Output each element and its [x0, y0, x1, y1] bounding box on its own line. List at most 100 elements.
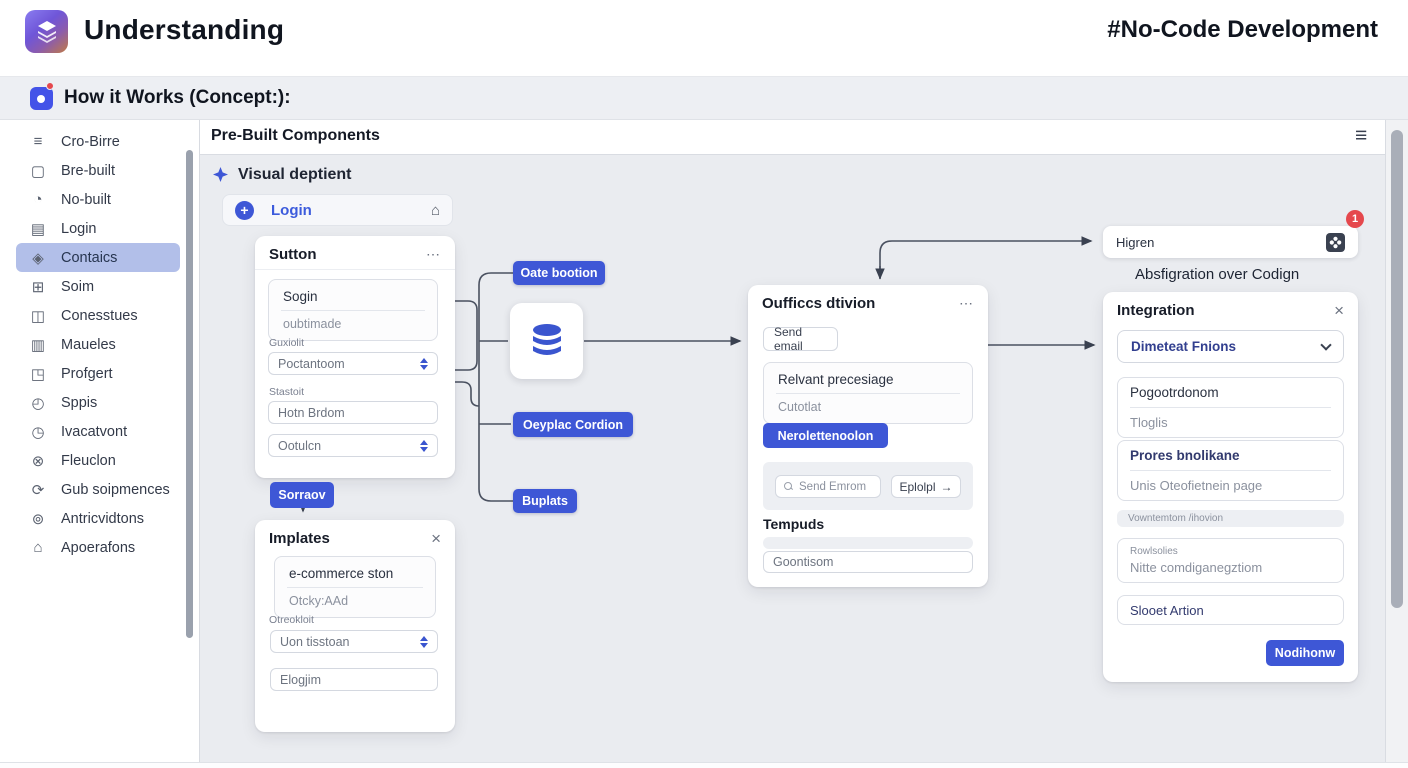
diamond-icon: ◈	[32, 249, 44, 267]
message-field-group[interactable]: Relvant precesiage Cutotlat	[763, 362, 973, 424]
database-node[interactable]	[510, 303, 583, 379]
deploy-button[interactable]: Eplolpl →	[891, 475, 961, 498]
window-icon: ▢	[30, 162, 46, 180]
sidebar-item-label: Bre-built	[61, 162, 115, 179]
bottom-bar	[0, 762, 1408, 768]
help-icon: ⊚	[31, 510, 45, 528]
grid-icon: ⊞	[31, 278, 45, 296]
more-options-icon[interactable]: ⋯	[959, 295, 974, 311]
field-label: Stastoit	[269, 386, 305, 398]
field-label: Guxiolit	[269, 337, 305, 349]
sidebar-scrollbar[interactable]	[186, 150, 193, 638]
sidebar-list: ≡ Cro-Birre ▢ Bre-built ◔ No-built ▤ Log…	[0, 127, 199, 562]
integration-field-group[interactable]: Prores bnolikane Unis Oteofietnein page	[1117, 440, 1344, 501]
home-icon: ⌂	[33, 539, 43, 556]
panel-title: Implates	[269, 530, 330, 547]
canvas-toolbar: Pre-Built Components ≡	[200, 120, 1385, 155]
submit-button[interactable]: Sorraov	[270, 482, 334, 508]
app-logo-icon	[25, 10, 68, 53]
info-strip: Vowntemtom /ihovion	[1117, 510, 1344, 527]
node-pill-display[interactable]: Oeyplac Cordion	[513, 412, 633, 437]
text-input[interactable]: Hotn Brdom	[268, 401, 438, 424]
vertical-scrollbar[interactable]	[1391, 130, 1403, 608]
field-secondary: oubtimade	[283, 317, 342, 331]
text-input[interactable]: Goontisom	[763, 551, 973, 573]
sidebar-item-label: Gub soipmences	[61, 481, 170, 498]
select-field[interactable]: Ootulcn	[268, 434, 438, 457]
box-icon: ▥	[30, 336, 46, 354]
panel-title: Integration	[1117, 302, 1195, 319]
sidebar-item-contaics[interactable]: ◈ Contaics	[16, 243, 180, 272]
sidebar-item-sppis[interactable]: ◴ Sppis	[0, 388, 199, 417]
field-secondary: Cutotlat	[778, 400, 822, 414]
field-secondary: Otcky:AAd	[289, 594, 349, 608]
canvas-title: Pre-Built Components	[211, 127, 380, 144]
sidebar-item-conesstues[interactable]: ◫ Conesstues	[0, 301, 199, 330]
sidebar-item-label: Ivacatvont	[61, 423, 128, 440]
circle-x-icon: ⊗	[31, 452, 45, 470]
sidebar-item-login[interactable]: ▤ Login	[0, 214, 199, 243]
sidebar-item-soim[interactable]: ⊞ Soim	[0, 272, 199, 301]
menu-icon[interactable]: ≡	[1355, 124, 1368, 147]
sidebar-item-label: Conesstues	[61, 307, 138, 324]
field-primary: Prores bnolikane	[1130, 448, 1331, 471]
clock-icon: ◷	[31, 423, 45, 441]
sidebar-item-profgert[interactable]: ◳ Profgert	[0, 359, 199, 388]
close-icon[interactable]: ×	[431, 529, 441, 548]
sidebar-item-cro-birre[interactable]: ≡ Cro-Birre	[0, 127, 199, 156]
notification-badge: 1	[1346, 210, 1364, 228]
sort-icon	[420, 439, 428, 452]
sidebar-item-no-built[interactable]: ◔ No-built	[0, 185, 199, 214]
sidebar-item-label: Profgert	[61, 365, 113, 382]
send-email-chip[interactable]: Send email	[763, 325, 838, 353]
sidebar-item-apoerafons[interactable]: ⌂ Apoerafons	[0, 533, 199, 562]
confirm-button[interactable]: Nodihonw	[1266, 640, 1344, 666]
text-input[interactable]: Elogjim	[270, 668, 438, 691]
login-field-group[interactable]: Sogin oubtimade	[268, 279, 438, 341]
window-corner-icon: ◳	[30, 365, 46, 383]
integration-dropdown[interactable]: Dimeteat Fnions	[1117, 330, 1344, 363]
sidebar-item-antricvidtons[interactable]: ⊚ Antricvidtons	[0, 504, 199, 533]
integration-panel: Integration × Dimeteat Fnions Pogootrdon…	[1103, 292, 1358, 682]
sidebar-item-ivacatvont[interactable]: ◷ Ivacatvont	[0, 417, 199, 446]
canvas-section-label: Visual deptient	[238, 166, 352, 183]
sidebar-item-label: Soim	[61, 278, 95, 295]
topic-hashtag: #No-Code Development	[1107, 16, 1378, 43]
field-secondary: Tloglis	[1130, 415, 1168, 430]
select-action-field[interactable]: Slooet Artion	[1117, 595, 1344, 625]
notification-dot-icon	[46, 82, 54, 90]
stacked-layers-icon	[37, 20, 56, 43]
integration-field-group[interactable]: Pogootrdonom Tloglis	[1117, 377, 1344, 438]
search-icon	[784, 482, 793, 491]
close-icon[interactable]: ×	[1334, 301, 1344, 320]
more-options-icon[interactable]: ⋯	[426, 246, 441, 262]
higren-node[interactable]: Higren	[1103, 226, 1358, 258]
gauge-icon: ◴	[31, 394, 45, 412]
sidebar-item-label: Cro-Birre	[61, 133, 120, 150]
workflow-panel: Oufficcs dtivion ⋯ Send email Relvant pr…	[748, 285, 988, 587]
panel-title: Oufficcs dtivion	[762, 295, 876, 312]
panel-title: Sutton	[269, 246, 317, 263]
search-input[interactable]: Send Emrom	[775, 475, 881, 498]
top-header: Understanding #No-Code Development	[0, 0, 1408, 76]
sidebar-item-label: No-built	[61, 191, 111, 208]
sidebar-item-maueles[interactable]: ▥ Maueles	[0, 330, 199, 359]
login-component-chip[interactable]: + Login ⌂	[222, 194, 453, 226]
sidebar-item-fleuclon[interactable]: ⊗ Fleuclon	[0, 446, 199, 475]
plus-icon: +	[235, 200, 254, 220]
sidebar-item-gub-soipmences[interactable]: ⟳ Gub soipmences	[0, 475, 199, 504]
select-field[interactable]: Uon tisstoan	[270, 630, 438, 653]
sidebar-item-label: Contaics	[61, 249, 118, 266]
node-pill-database-action[interactable]: Oate bootion	[513, 261, 605, 285]
select-field[interactable]: Poctantoom	[268, 352, 438, 375]
sidebar-item-label: Login	[61, 220, 97, 237]
concept-app-icon	[30, 87, 53, 110]
template-field-group[interactable]: e-commerce ston Otcky:AAd	[274, 556, 436, 618]
integration-field-group[interactable]: Rowlsolies Nitte comdiganegztiom	[1117, 538, 1344, 583]
node-pill-templates[interactable]: Buplats	[513, 489, 577, 513]
sidebar-item-bre-built[interactable]: ▢ Bre-built	[0, 156, 199, 185]
action-button[interactable]: Nerolettenoolon	[763, 423, 888, 448]
pie-icon: ◔	[33, 191, 43, 208]
sidebar-item-label: Maueles	[61, 336, 116, 353]
sidebar-item-label: Fleuclon	[61, 452, 116, 469]
